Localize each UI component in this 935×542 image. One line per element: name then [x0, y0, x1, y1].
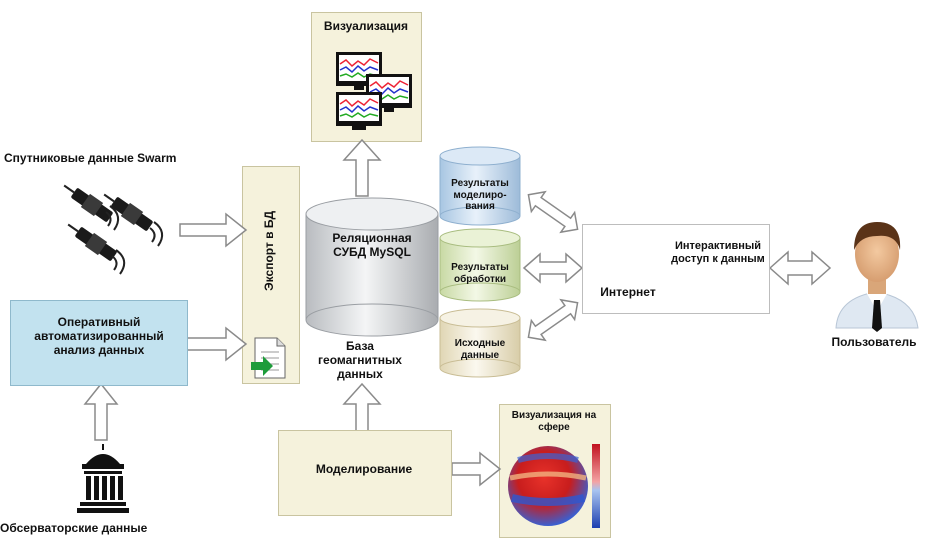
rdbms-label: Реляционная СУБД MySQL — [332, 231, 412, 259]
processing-results-label: Результаты обработки — [451, 262, 509, 285]
modeling-results-label: Результаты моделиро-вания — [451, 178, 509, 212]
modeling-label: Моделирование — [315, 462, 413, 476]
modeling-box — [278, 430, 452, 516]
sphere-visualization-label: Визуализация на сфере — [511, 410, 597, 433]
sphere-icon — [508, 444, 600, 528]
arrow-observatory-to-operative — [83, 382, 119, 441]
interactive-access-label: Интерактивный доступ к данным — [671, 240, 765, 265]
internet-access-box — [582, 224, 770, 314]
user-label: Пользователь — [831, 335, 917, 349]
cylinder-modeling-results — [439, 146, 521, 226]
user-icon — [835, 222, 919, 332]
source-data-label: Исходные данные — [454, 338, 506, 361]
document-icon — [251, 337, 286, 379]
satellite-icon — [63, 184, 164, 275]
arrow-operative-to-export — [185, 326, 248, 362]
arrow-db-to-visualization — [342, 138, 382, 197]
arrow-modeling-to-sphere — [451, 451, 502, 487]
cylinder-processing-results — [439, 228, 521, 302]
cylinder-source-data — [439, 308, 521, 378]
arrow-processing-internet — [522, 252, 584, 284]
swarm-label: Спутниковые данные Swarm — [4, 151, 177, 165]
arrow-source-internet — [527, 298, 579, 342]
arrow-modeling-results-internet — [527, 190, 579, 234]
database-cylinder — [305, 197, 439, 337]
db-name-label: База геомагнитных данных — [318, 339, 402, 381]
operative-analysis-box — [10, 300, 188, 386]
observatory-label: Обсерваторские данные — [0, 521, 148, 535]
operative-analysis-label: Оперативный автоматизированный анализ да… — [34, 315, 164, 357]
observatory-icon — [77, 444, 129, 513]
export-label: Экспорт в БД — [262, 210, 277, 291]
visualization-label: Визуализация — [323, 19, 409, 33]
internet-label: Интернет — [600, 285, 656, 299]
arrow-swarm-to-export — [179, 212, 248, 248]
arrow-internet-user — [768, 250, 832, 286]
monitor-icon — [336, 52, 412, 130]
